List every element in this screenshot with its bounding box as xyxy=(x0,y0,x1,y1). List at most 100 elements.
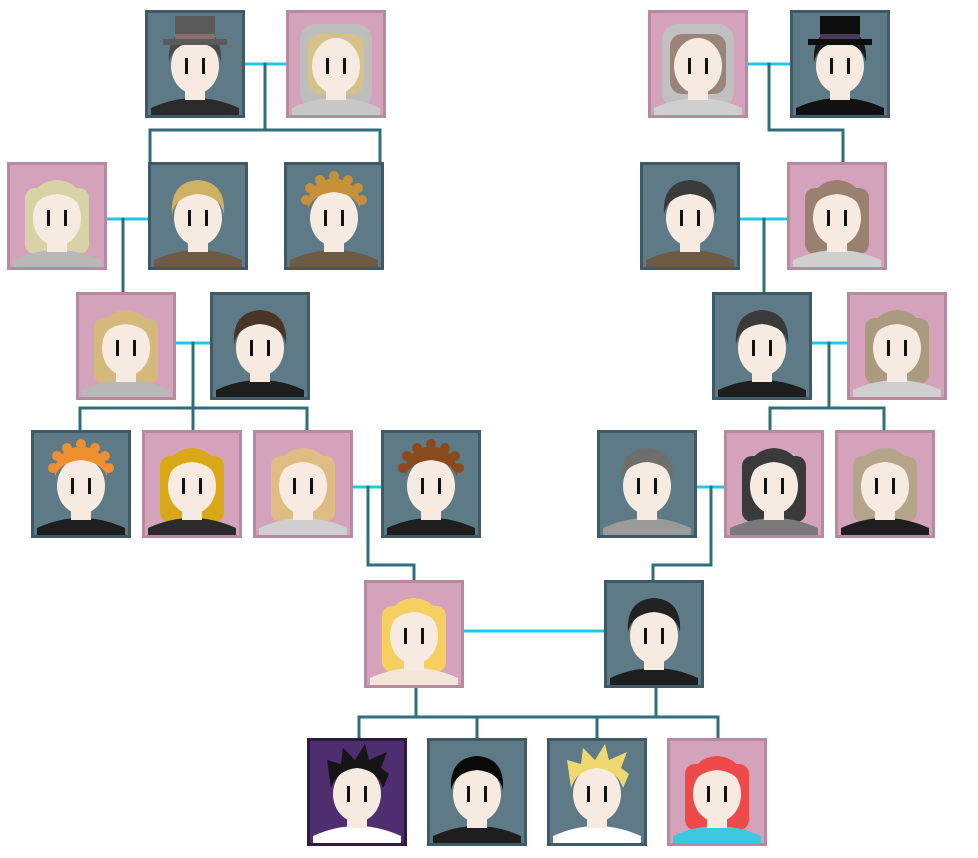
shirt xyxy=(673,826,761,843)
portrait-gen2-right-son[interactable] xyxy=(640,162,740,270)
face xyxy=(174,190,222,246)
portrait-gen3-left-husband[interactable] xyxy=(210,292,310,400)
hair xyxy=(858,448,912,482)
hair xyxy=(233,310,287,344)
hair xyxy=(327,744,389,788)
portrait-gen4-right-child1[interactable] xyxy=(724,430,824,538)
shirt xyxy=(853,380,941,397)
eye xyxy=(769,340,772,356)
eye xyxy=(654,478,657,494)
portrait-gen4-right-child2[interactable] xyxy=(835,430,935,538)
eye xyxy=(484,786,487,802)
hair xyxy=(690,756,744,790)
hat-band xyxy=(820,34,860,39)
hair xyxy=(307,178,361,208)
face xyxy=(813,190,861,246)
shirt xyxy=(216,380,304,397)
shirt xyxy=(718,380,806,397)
shirt xyxy=(13,250,101,267)
face xyxy=(873,320,921,376)
shirt xyxy=(151,98,239,115)
avatar xyxy=(718,310,806,397)
eye xyxy=(188,210,191,226)
portrait-gen3-left-daughter[interactable] xyxy=(76,292,176,400)
avatar xyxy=(82,310,170,397)
avatar xyxy=(841,448,929,535)
shirt xyxy=(148,518,236,535)
portrait-gen6-child4[interactable] xyxy=(667,738,767,846)
hat-brim xyxy=(163,39,227,45)
face xyxy=(816,38,864,94)
shirt xyxy=(553,826,641,843)
hair xyxy=(627,598,681,632)
portrait-gen2-left-wife[interactable] xyxy=(7,162,107,270)
face xyxy=(674,38,722,94)
avatar xyxy=(853,310,941,397)
face xyxy=(861,458,909,514)
eye xyxy=(133,340,136,356)
hat-band xyxy=(175,34,215,39)
hair xyxy=(735,310,789,344)
face xyxy=(453,766,501,822)
portrait-gen2-right-daughter[interactable] xyxy=(787,162,887,270)
portrait-gen1-right-grandfather[interactable] xyxy=(790,10,890,118)
shirt xyxy=(259,518,347,535)
eye xyxy=(364,786,367,802)
portrait-gen6-child1[interactable] xyxy=(307,738,407,846)
portrait-gen1-left-grandfather[interactable] xyxy=(145,10,245,118)
avatar xyxy=(553,744,641,843)
face xyxy=(333,766,381,822)
portrait-gen4-left-spouse[interactable] xyxy=(381,430,481,538)
eye xyxy=(697,210,700,226)
connector-lines xyxy=(78,62,886,740)
eye xyxy=(47,210,50,226)
portrait-gen5-mother[interactable] xyxy=(364,580,464,688)
eye xyxy=(326,58,329,74)
portrait-gen6-child3[interactable] xyxy=(547,738,647,846)
shirt xyxy=(793,250,881,267)
eye xyxy=(764,478,767,494)
portrait-gen3-right-son[interactable] xyxy=(712,292,812,400)
eye xyxy=(88,478,91,494)
eye xyxy=(830,58,833,74)
avatar xyxy=(13,180,101,267)
face xyxy=(236,320,284,376)
eye xyxy=(680,210,683,226)
avatar xyxy=(793,180,881,267)
portrait-gen4-right-spouse[interactable] xyxy=(597,430,697,538)
portrait-gen1-left-grandmother[interactable] xyxy=(286,10,386,118)
eye xyxy=(892,478,895,494)
face xyxy=(738,320,786,376)
shirt xyxy=(387,518,475,535)
shirt xyxy=(37,518,125,535)
eye xyxy=(661,628,664,644)
hair-curl xyxy=(62,443,72,453)
portrait-gen2-left-brother[interactable] xyxy=(284,162,384,270)
eye xyxy=(875,478,878,494)
face xyxy=(750,458,798,514)
avatar xyxy=(433,756,521,843)
portrait-gen5-father[interactable] xyxy=(604,580,704,688)
eye xyxy=(724,786,727,802)
eye xyxy=(324,210,327,226)
hair xyxy=(99,310,153,344)
portrait-gen2-left-son[interactable] xyxy=(148,162,248,270)
face xyxy=(102,320,150,376)
shirt xyxy=(292,98,380,115)
hair-curl xyxy=(454,463,464,473)
face xyxy=(171,38,219,94)
eye xyxy=(587,786,590,802)
hair-curl xyxy=(100,451,110,461)
portrait-gen4-left-child1[interactable] xyxy=(31,430,131,538)
portrait-gen6-child2[interactable] xyxy=(427,738,527,846)
face xyxy=(573,766,621,822)
hair xyxy=(404,446,458,476)
portrait-gen1-right-grandmother[interactable] xyxy=(648,10,748,118)
portrait-gen3-right-wife[interactable] xyxy=(847,292,947,400)
eye xyxy=(185,58,188,74)
hair-curl xyxy=(301,195,311,205)
portrait-gen4-left-child2[interactable] xyxy=(142,430,242,538)
avatar xyxy=(673,756,761,843)
portrait-gen4-left-child3[interactable] xyxy=(253,430,353,538)
eye xyxy=(688,58,691,74)
